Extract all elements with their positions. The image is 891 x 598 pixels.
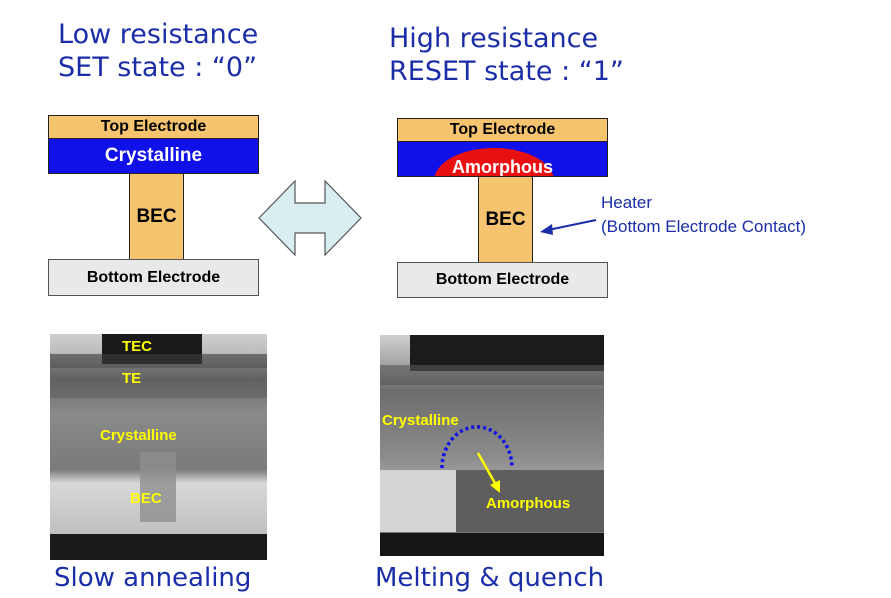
reset-bottom-electrode: Bottom Electrode	[397, 262, 608, 298]
set-micrograph-image	[50, 334, 267, 560]
bec-label: BEC	[130, 490, 162, 507]
reset-tem-micrograph: Crystalline Amorphous	[380, 335, 604, 556]
heater-line2: (Bottom Electrode Contact)	[601, 217, 807, 236]
crystalline-label: Crystalline	[382, 412, 459, 429]
heater-line1: Heater	[601, 193, 653, 212]
heater-annotation: Heater (Bottom Electrode Contact)	[601, 191, 806, 239]
set-top-electrode: Top Electrode	[48, 115, 259, 139]
amorphous-label: Amorphous	[486, 495, 571, 512]
reset-bec: BEC	[478, 176, 533, 263]
set-bec: BEC	[129, 173, 184, 260]
set-caption: Slow annealing	[54, 563, 252, 593]
reset-caption: Melting & quench	[375, 563, 605, 593]
set-bottom-electrode: Bottom Electrode	[48, 259, 259, 296]
set-heading-line2: SET state : “0”	[58, 52, 258, 83]
set-heading: Low resistance SET state : “0”	[58, 18, 258, 84]
left-right-arrow-icon	[258, 179, 362, 257]
reset-top-electrode: Top Electrode	[397, 118, 608, 142]
reset-heading-line1: High resistance	[389, 23, 599, 54]
reset-heading-line2: RESET state : “1”	[389, 56, 624, 87]
te-label: TE	[122, 370, 142, 387]
set-crystalline-layer: Crystalline	[48, 138, 259, 174]
set-tem-micrograph: TEC TE Crystalline BEC	[50, 334, 267, 560]
reset-phase-change-layer: Amorphous	[397, 141, 608, 177]
reset-heading: High resistance RESET state : “1”	[389, 22, 624, 88]
reset-micrograph-image	[380, 335, 604, 556]
tec-label: TEC	[122, 338, 152, 355]
crystalline-label: Crystalline	[100, 427, 177, 444]
arrow-left-icon	[540, 219, 597, 235]
amorphous-label: Amorphous	[452, 157, 553, 177]
set-heading-line1: Low resistance	[58, 19, 259, 50]
